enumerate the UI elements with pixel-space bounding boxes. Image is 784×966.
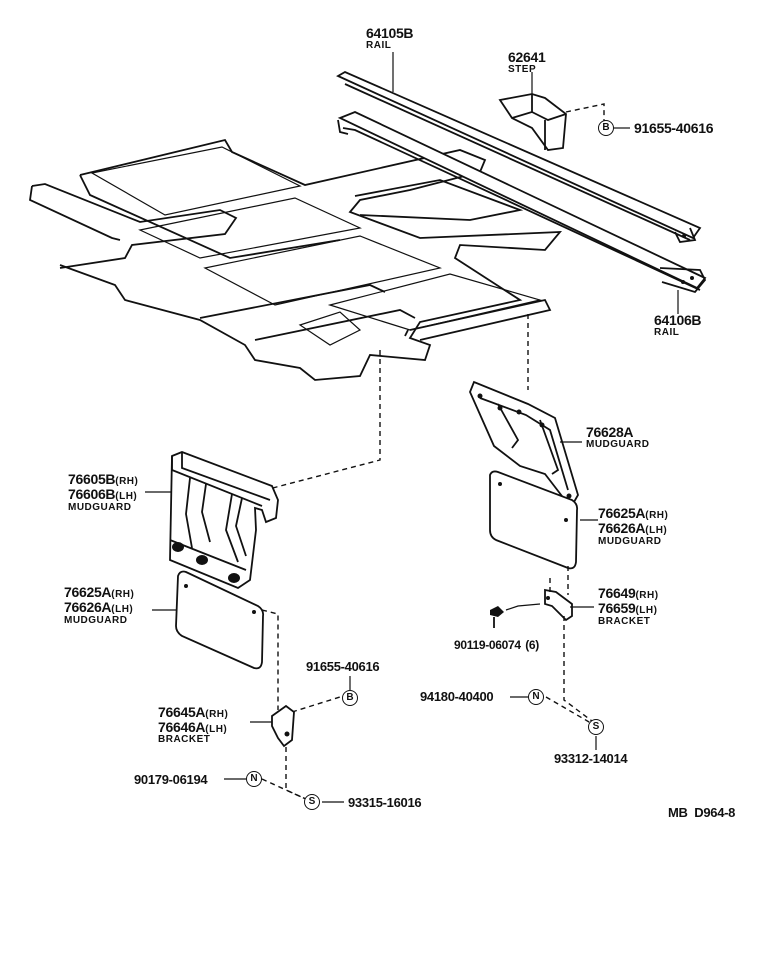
step-bolt-number: 91655-40616 [634,120,714,136]
footer-code: MB D964-8 [668,805,736,820]
front-washer-tag-icon: S [304,794,320,810]
front-bracket-name: BRACKET [158,734,211,745]
rear-bracket-lh-label: 76659(LH) [598,600,658,616]
front-mudguard-flap-icon [152,570,265,670]
rear-washer-number: 93312-14014 [554,751,628,766]
rear-nut-tag-icon: N [528,689,544,705]
rear-bracket-rh-label: 76649(RH) [598,585,659,601]
rear-flap-name: MUDGUARD [598,536,662,547]
front-bolt-tag-icon: B [342,690,358,706]
front-flap-rh-label: 76625A(RH) [64,584,135,600]
rear-screw-icon [490,603,541,628]
floor-frame-icon [29,138,562,381]
front-nut-number: 90179-06194 [134,772,208,787]
rail-lower-icon [337,111,707,314]
rail-upper-name: RAIL [366,40,392,51]
rear-flap-lh-label: 76626A(LH) [598,520,668,536]
step-bracket-icon [498,72,630,151]
front-bracket-lh-label: 76646A(LH) [158,719,228,735]
rear-bracket-icon [544,588,594,622]
rail-lower-number: 64106B [654,312,702,328]
front-flap-lh-label: 76626A(LH) [64,599,134,615]
front-mudguard-name: MUDGUARD [68,502,132,513]
front-bolt-number: 91655-40616 [306,659,380,674]
front-washer-number: 93315-16016 [348,795,422,810]
rear-mudguard-upper-name: MUDGUARD [586,439,650,450]
front-flap-name: MUDGUARD [64,615,128,626]
front-mudguard-rh-label: 76605B(RH) [68,471,139,487]
step-name: STEP [508,64,537,75]
step-number: 62641 [508,49,546,65]
rail-lower-name: RAIL [654,327,680,338]
rear-nut-number: 94180-40400 [420,689,494,704]
front-bracket-icon [250,704,295,748]
front-nut-tag-icon: N [246,771,262,787]
front-mudguard-upper-icon [145,451,279,590]
rear-flap-rh-label: 76625A(RH) [598,505,669,521]
front-bracket-rh-label: 76645A(RH) [158,704,229,720]
assembly-lines [261,314,597,801]
rear-mudguard-upper-number: 76628A [586,424,634,440]
leader-lines [224,676,597,803]
step-bolt-tag-icon: B [598,120,614,136]
front-mudguard-lh-label: 76606B(LH) [68,486,138,502]
rear-screw-label: 90119-06074 (6) [454,638,540,652]
rail-upper-icon [336,52,702,243]
rail-upper-number: 64105B [366,25,414,41]
rear-bracket-name: BRACKET [598,616,651,627]
rear-washer-tag-icon: S [588,719,604,735]
rear-mudguard-flap-icon [489,470,598,570]
